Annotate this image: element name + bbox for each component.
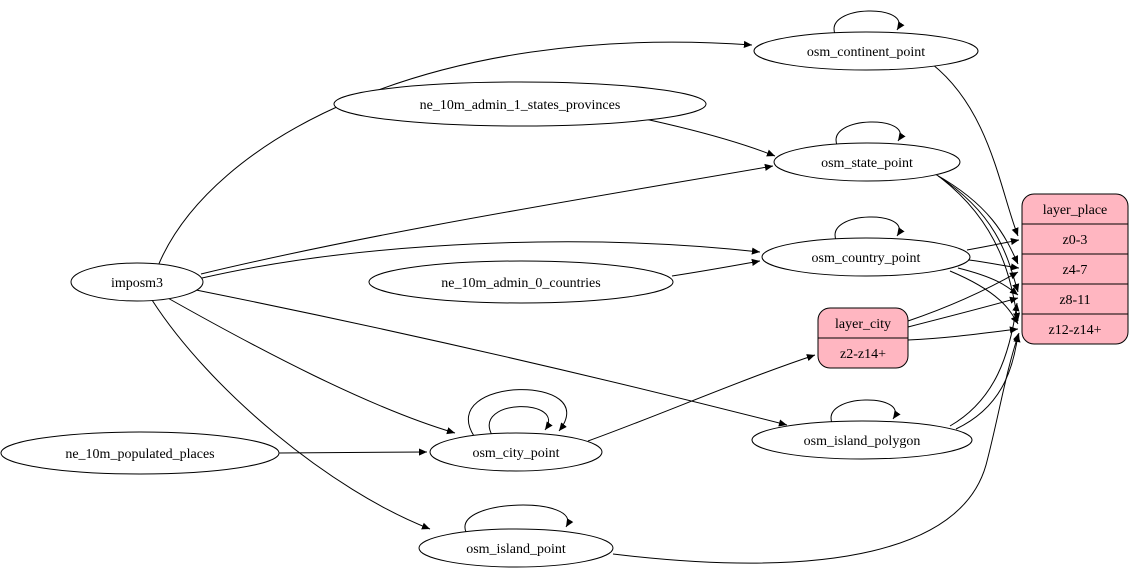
node-osm-island-point-label: osm_island_point <box>466 542 566 557</box>
record-layer-city-row-z2-z14: z2-z14+ <box>840 347 886 362</box>
edge-self-outer-osm_city_point <box>467 389 568 437</box>
edge-imposm3-osm_state_point <box>200 163 774 275</box>
edge-osm_country_point-z12-z14 <box>949 270 1019 325</box>
node-osm-state-point: osm_state_point <box>773 142 961 182</box>
node-osm-city-point: osm_city_point <box>429 432 603 472</box>
node-ne-10m-populated-places: ne_10m_populated_places <box>0 431 280 475</box>
node-osm-island-point-shape <box>418 528 614 568</box>
edge-imposm3-osm_island_polygon <box>195 289 788 427</box>
node-imposm3: imposm3 <box>70 262 204 302</box>
edge-osm_state_point-z8-11 <box>937 175 1020 293</box>
record-layer-place-row-z4-7: z4-7 <box>1063 263 1088 278</box>
node-osm-state-point-label: osm_state_point <box>821 156 913 171</box>
edge-self-osm_continent_point <box>833 10 905 35</box>
node-osm-continent-point: osm_continent_point <box>753 31 979 71</box>
node-ne-10m-admin-1-states-provinces: ne_10m_admin_1_states_provinces <box>333 81 707 127</box>
node-osm-city-point-label: osm_city_point <box>472 446 559 461</box>
edge-osm_island_point-z12-z14 <box>612 332 1020 564</box>
node-imposm3-label: imposm3 <box>111 276 163 291</box>
node-ne-10m-admin-1-states-provinces-shape <box>333 81 707 127</box>
edge-osm_state_point-z4-7 <box>934 173 1019 265</box>
node-ne-10m-admin-1-states-provinces-label: ne_10m_admin_1_states_provinces <box>420 98 621 113</box>
record-layer-place-shape <box>1021 193 1129 345</box>
edge-layer_city-z12-z14 <box>907 326 1019 341</box>
node-ne-10m-admin-0-countries-shape <box>368 260 674 304</box>
edge-ne_10m_admin_0_countries-osm_country_point <box>671 258 761 277</box>
edge-self-osm_country_point <box>834 216 905 241</box>
edge-osm_country_point-z4-7 <box>968 259 1020 271</box>
record-layer-place: layer_place z0-3 z4-7 z8-11 z12-z14+ <box>1021 193 1129 345</box>
edge-osm_city_point-layer_city <box>587 354 816 442</box>
node-osm-island-polygon-shape <box>751 420 973 460</box>
node-osm-continent-point-shape <box>753 31 979 71</box>
edge-layer_city-z8-11 <box>907 296 1019 328</box>
node-ne-10m-admin-0-countries: ne_10m_admin_0_countries <box>368 260 674 304</box>
edge-self-inner-osm_city_point <box>488 406 553 436</box>
edge-group <box>151 10 1021 564</box>
edge-osm_island_polygon-z8-11 <box>949 302 1020 427</box>
record-layer-place-row-z8-11: z8-11 <box>1059 293 1090 308</box>
node-osm-continent-point-label: osm_continent_point <box>807 45 925 60</box>
edge-ne_10m_admin_1_states_provinces-osm_state_point <box>644 118 776 157</box>
record-layer-place-row-z0-3: z0-3 <box>1063 233 1088 248</box>
node-osm-country-point-label: osm_country_point <box>812 251 921 266</box>
record-layer-place-row-z12-z14: z12-z14+ <box>1049 323 1102 338</box>
node-ne-10m-populated-places-shape <box>0 431 280 475</box>
node-osm-island-polygon: osm_island_polygon <box>751 420 973 460</box>
record-layer-city-title: layer_city <box>835 317 891 332</box>
node-osm-city-point-shape <box>429 432 603 472</box>
record-layer-place-title: layer_place <box>1043 203 1108 218</box>
edge-imposm3-osm_island_point <box>151 299 431 530</box>
record-layer-city: layer_city z2-z14+ <box>817 307 909 369</box>
edge-layer_city-z4-7 <box>907 271 1019 322</box>
node-ne-10m-populated-places-label: ne_10m_populated_places <box>65 447 214 462</box>
edge-self-osm_island_polygon <box>830 399 901 424</box>
edge-self-osm_island_point <box>464 504 574 533</box>
node-osm-country-point-shape <box>761 237 971 277</box>
edge-imposm3-osm_continent_point <box>157 40 753 267</box>
edge-osm_island_polygon-z12-z14 <box>955 333 1021 430</box>
edge-osm_country_point-z0-3 <box>966 237 1020 251</box>
node-osm-island-polygon-label: osm_island_polygon <box>804 434 921 449</box>
edge-ne_10m_populated_places-osm_city_point <box>278 448 428 456</box>
edge-self-osm_state_point <box>835 121 906 146</box>
node-osm-island-point: osm_island_point <box>418 528 614 568</box>
edge-imposm3-osm_city_point <box>165 296 456 435</box>
node-imposm3-shape <box>70 262 204 302</box>
edge-osm_continent_point-z0-3 <box>931 63 1019 237</box>
node-osm-country-point: osm_country_point <box>761 237 971 277</box>
node-osm-state-point-shape <box>773 142 961 182</box>
node-ne-10m-admin-0-countries-label: ne_10m_admin_0_countries <box>441 276 600 291</box>
edge-imposm3-osm_country_point <box>201 241 761 279</box>
